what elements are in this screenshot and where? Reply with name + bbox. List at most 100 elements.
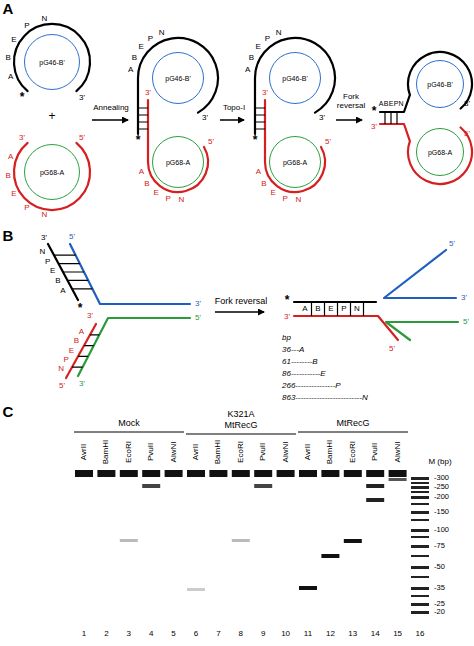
- plasmid-name: pG46-B': [427, 81, 452, 88]
- gel-band: [411, 491, 429, 493]
- lane-number: 1: [82, 630, 86, 639]
- site-letter: P: [24, 22, 29, 31]
- site-letter: E: [50, 267, 55, 276]
- step-label: Fork reversal: [332, 93, 370, 111]
- panel-letter: C: [3, 404, 14, 421]
- plasmid-circle: pG68-A: [24, 144, 80, 200]
- step-arrow: [92, 119, 128, 121]
- strand-end: 3': [461, 294, 467, 303]
- site-letter: N: [42, 14, 48, 23]
- lane-label: AvrII: [192, 444, 201, 460]
- gel-band: [321, 554, 339, 558]
- site-letter: B: [144, 179, 149, 188]
- gel-band: [232, 470, 250, 477]
- label-asterisk: *: [372, 105, 377, 118]
- lane-label: AvrII: [80, 444, 89, 460]
- site-letter: E: [271, 189, 276, 198]
- gel-band: [299, 586, 317, 590]
- size-table: 86-----------E: [282, 370, 326, 379]
- site-letter: E: [139, 43, 144, 52]
- label-asterisk: *: [20, 91, 25, 104]
- size-marker: -100: [434, 526, 449, 534]
- site-letter: N: [295, 195, 301, 204]
- lane-number: 11: [304, 630, 312, 639]
- strand-end: 5': [79, 134, 85, 143]
- strand-end: 3': [41, 234, 47, 243]
- dna-strand: [148, 100, 208, 192]
- group-label: MtRecG: [224, 421, 257, 431]
- lane-number: 4: [149, 630, 153, 639]
- site-letter: P: [166, 194, 171, 203]
- lane-number: 14: [371, 630, 380, 639]
- lane-label: AvrII: [304, 444, 313, 460]
- lane-number: 8: [239, 630, 243, 639]
- lane-number: 10: [281, 630, 290, 639]
- dna-strand: [66, 324, 96, 378]
- site-letter: P: [283, 194, 288, 203]
- gel-band: [277, 470, 295, 477]
- site-letter: P: [341, 305, 346, 314]
- site-letter: E: [328, 305, 333, 314]
- gel-band: [411, 503, 429, 505]
- gel-band: [411, 576, 429, 578]
- site-letter: B: [315, 305, 320, 314]
- gel-band: [97, 470, 115, 477]
- step-arrow: [215, 311, 264, 313]
- step-arrows: [92, 120, 362, 312]
- site-letter: E: [389, 100, 394, 108]
- group-label: K321A: [227, 410, 254, 420]
- gel-band: [187, 588, 205, 591]
- strand-end: 3': [284, 313, 290, 322]
- plasmid-circle: pG46-B': [269, 52, 321, 104]
- site-letter: A: [302, 305, 307, 314]
- strand-end: 3': [202, 114, 208, 123]
- lane-label: AlwNI: [281, 442, 290, 463]
- plasmid-name: pG46-B': [165, 75, 190, 82]
- size-marker: -75: [434, 542, 445, 550]
- strand-end: 5': [325, 138, 331, 147]
- plasmid-name: pG68-A: [428, 149, 452, 156]
- size-table: 61--------B: [282, 358, 318, 367]
- plasmid-circle: pG68-A: [416, 128, 464, 176]
- dna-strand: [138, 38, 218, 134]
- size-marker: -200: [434, 493, 449, 501]
- gel-band: [366, 498, 384, 502]
- lane-label: BamHI: [326, 440, 335, 464]
- gel-band: [411, 477, 429, 480]
- strand-end: 5': [389, 345, 395, 354]
- plasmid-circle: pG68-A: [152, 136, 204, 188]
- plasmid-circle: pG68-A: [269, 136, 321, 188]
- label-asterisk: *: [78, 302, 83, 315]
- size-table: bp: [282, 334, 291, 343]
- strand-end: 5': [449, 240, 455, 249]
- gel-band: [411, 587, 429, 590]
- step-arrow: [220, 119, 244, 121]
- gel-band: [411, 496, 429, 499]
- step-label: Topo-I: [223, 104, 245, 113]
- gel-band: [344, 539, 362, 543]
- site-letter: P: [265, 34, 270, 43]
- site-letter: P: [394, 100, 399, 108]
- site-letter: A: [60, 286, 65, 295]
- gel-band: [411, 536, 429, 538]
- dna-strand: [384, 250, 456, 298]
- size-marker: -300: [434, 474, 449, 482]
- site-letter: A: [128, 65, 133, 74]
- strand-end: 5': [69, 233, 75, 242]
- site-letter: A: [379, 100, 384, 108]
- site-letter: E: [154, 189, 159, 198]
- gel-band: [254, 484, 272, 488]
- size-marker: -20: [434, 608, 445, 616]
- strand-end: 3': [87, 312, 93, 321]
- size-marker: -150: [434, 508, 449, 516]
- lane-label: AlwNI: [169, 442, 178, 463]
- site-letter: N: [178, 195, 184, 204]
- gel-bands: [75, 470, 429, 614]
- size-marker: -25: [434, 600, 445, 608]
- strand-end: 3': [79, 94, 85, 103]
- lane-number: 16: [416, 630, 425, 639]
- site-letter: E: [69, 346, 74, 355]
- site-letter: A: [245, 65, 250, 74]
- lane-label: PvuII: [371, 443, 380, 461]
